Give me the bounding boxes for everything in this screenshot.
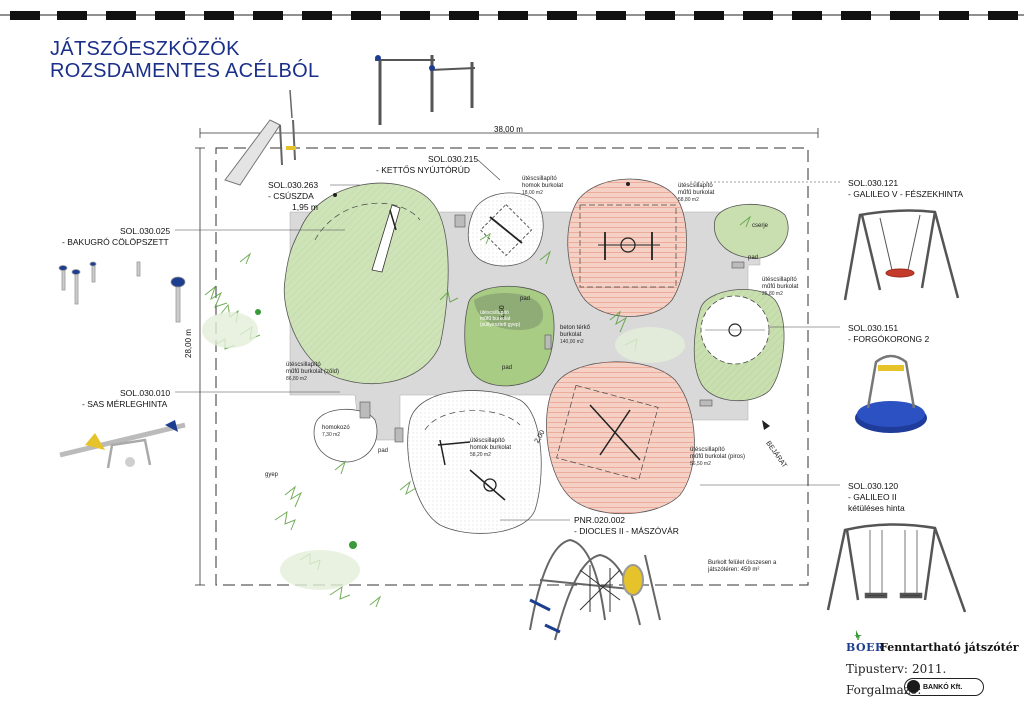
label-bakugro-code: SOL.030.025 [120,226,171,236]
distributor-label: Forgalmazó: [846,683,922,697]
brand-title: Fenntartható játszótér [880,641,1019,654]
width-dimension: 38,00 m [494,125,523,134]
label-forgokorong-code: SOL.030.151 [848,323,899,333]
bench-1 [359,401,371,419]
distributor-name: BANKÓ Kft. [923,684,963,691]
label-galileo-v-code: SOL.030.121 [848,178,899,188]
label-csuszda-code: SOL.030.263 [268,180,319,190]
tipus-value: 2011. [912,662,947,676]
brand-name: BOER [846,641,885,654]
bench-4 [731,261,745,269]
roundabout-illustration [855,354,927,433]
label-diocles-name: - DIOCLES II - MÁSZÓVÁR [574,526,679,536]
slide-illustration [224,89,296,186]
label-kettos-code: SOL.030.215 [428,154,479,164]
sandbox [313,408,378,463]
label-bakugro-name: - BAKUGRÓ CÖLÖPSZETT [62,237,169,247]
climbing-frame-illustration [529,538,661,641]
shrub-zone [714,203,789,259]
banko-logo-icon [907,680,920,693]
seesaw-illustration [59,420,186,469]
label-pad-4: pad [378,448,389,454]
label-pad-3: pad [502,365,513,371]
label-galileo-ii-sub: kétüléses hinta [848,503,905,513]
label-forgokorong-name: - FORGÓKORONG 2 [848,334,930,344]
label-kettos-name: - KETTŐS NYÚJTÓRÚD [376,165,470,175]
label-pad-1: pad [748,255,759,261]
leader-kettos [477,159,501,181]
bench-2 [394,427,404,443]
label-sas-code: SOL.030.010 [120,388,171,398]
label-cserje: cserje [752,223,769,229]
label-galileo-ii-name: - GALILEO II [848,492,897,502]
label-sas-name: - SAS MÉRLEGHINTA [82,399,168,409]
entrance-arrow [762,420,770,430]
title-line-1: JÁTSZÓESZKÖZÖK [50,38,240,60]
label-galileo-v-name: - GALILEO V - FÉSZEKHINTA [848,189,964,199]
top-dash-border [0,11,1024,20]
stepping-posts-illustration [58,261,186,323]
label-gyep: gyep [265,472,279,478]
label-diocles-code: PNR.020.002 [574,515,626,525]
label-csuszda-name: - CSÚSZDA [268,191,314,201]
label-galileo-ii-code: SOL.030.120 [848,481,899,491]
site-boundary [215,147,809,586]
title-line-2: ROZSDAMENTES ACÉLBÓL [50,60,320,82]
tipus-label: Tipusterv: [846,662,908,676]
double-swing-illustration [826,523,967,613]
distributor-logo: BANKÓ Kft. [904,678,984,696]
nest-swing-illustration [843,209,960,301]
height-dimension: 28,00 m [184,329,193,358]
bench-3 [544,334,552,350]
label-pad-2: pad [520,296,531,302]
pullup-bars-illustration [375,55,476,125]
label-csuszda-size: 1,95 m [292,202,318,212]
page-title: JÁTSZÓESZKÖZÖK ROZSDAMENTES ACÉLBÓL [50,38,319,82]
boer-logo-icon [854,630,862,640]
